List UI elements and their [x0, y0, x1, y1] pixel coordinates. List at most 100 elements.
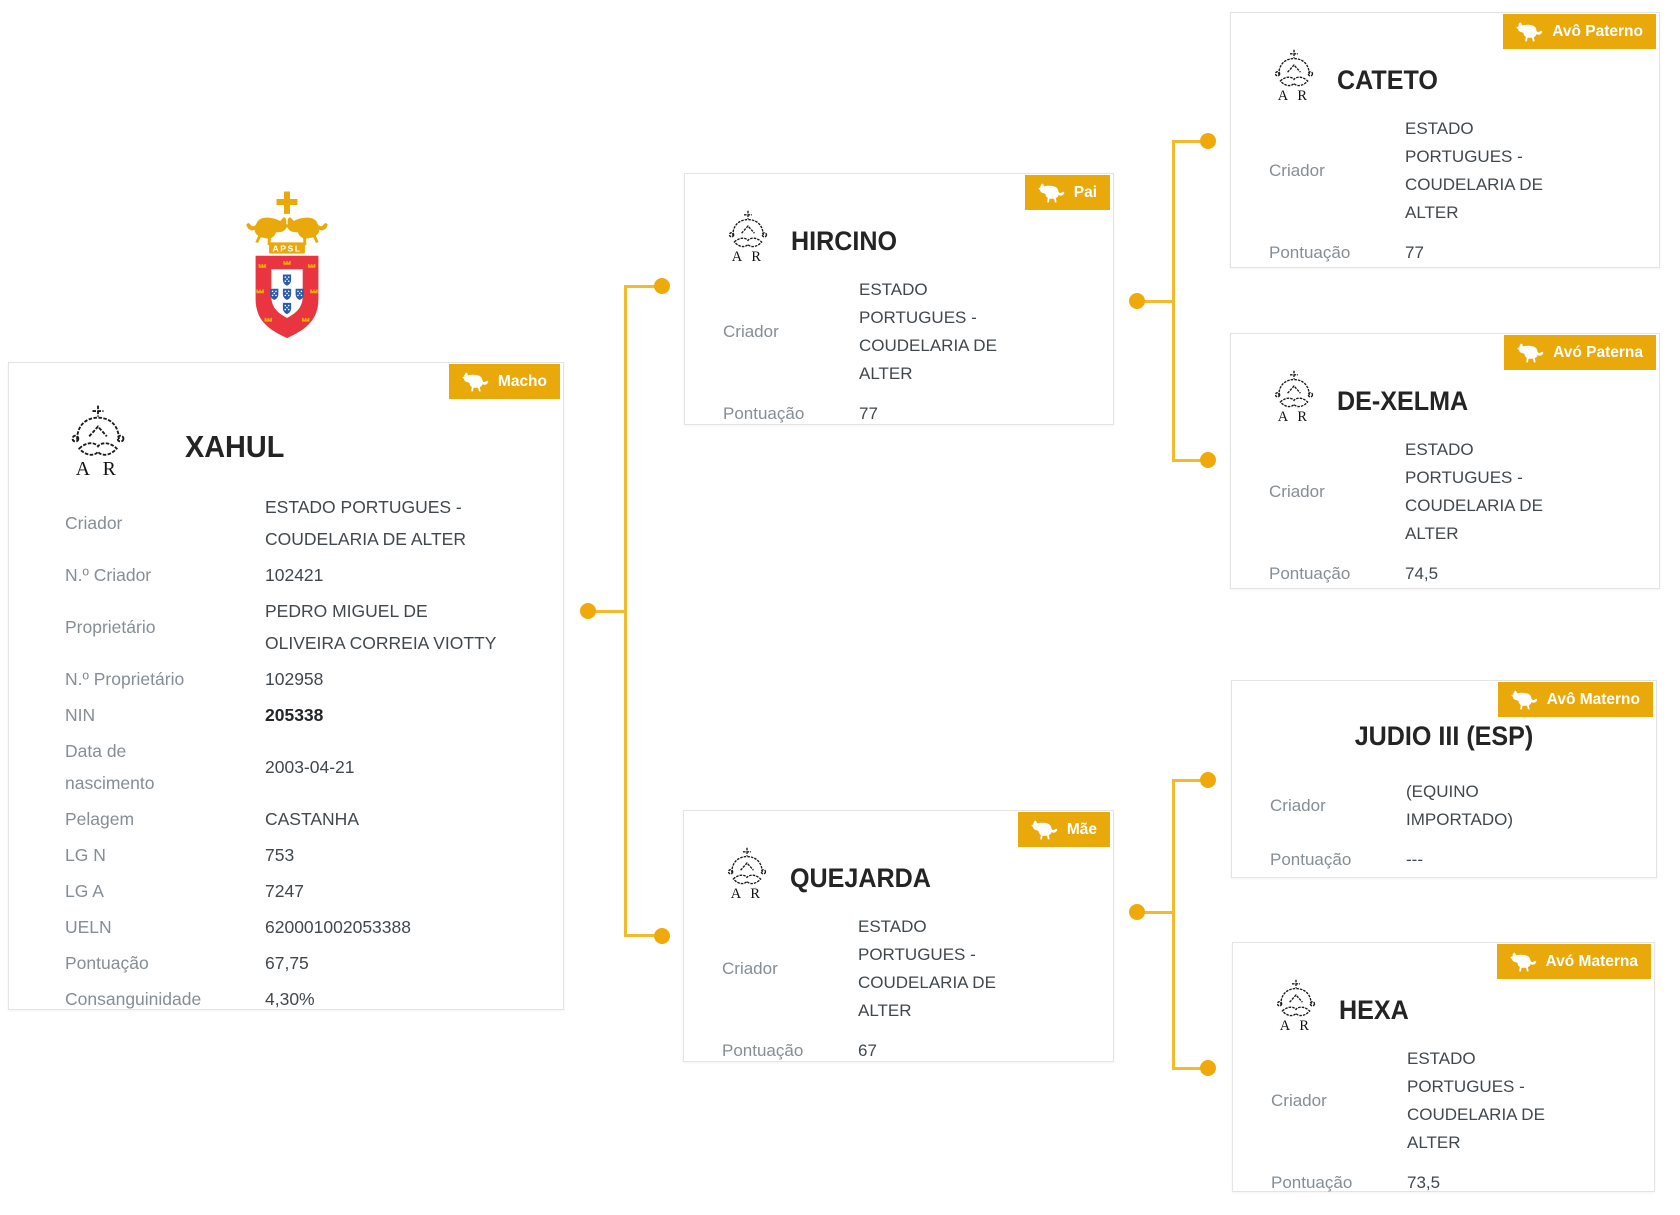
badge-label: Avô Paterno [1552, 22, 1643, 40]
badge-label: Avô Materno [1546, 690, 1640, 708]
field-label: Criador [1269, 161, 1325, 180]
field-label: Pontuação [65, 953, 149, 973]
badge-avo-materno: Avô Materno [1497, 682, 1653, 717]
field-label: N.º Proprietário [65, 669, 185, 689]
alter-real-brand-icon [71, 404, 125, 481]
badge-avo-paterno: Avô Paterno [1503, 14, 1656, 49]
alter-real-brand-icon [1274, 49, 1314, 105]
alter-real-brand-icon [1276, 979, 1316, 1035]
card-quejarda[interactable]: Mãe QUEJARDA Criador ESTADO PORTUGUES - … [683, 810, 1114, 1062]
connector-dot [1200, 452, 1216, 468]
field-label: LG A [65, 881, 104, 901]
card-judio-iii[interactable]: Avô Materno JUDIO III (ESP) Criador (EQU… [1231, 680, 1657, 878]
field-value: ESTADO PORTUGUES - COUDELARIA DE ALTER [1407, 1049, 1545, 1152]
field-label: Proprietário [65, 617, 156, 637]
horse-details: Criador (EQUINO IMPORTADO) Pontuação --- [1232, 778, 1656, 874]
horse-icon [1516, 22, 1543, 41]
badge-label: Pai [1073, 183, 1097, 201]
badge-avo-materna: Avó Materna [1496, 944, 1651, 979]
field-label: Criador [723, 322, 779, 341]
horse-name: XAHUL [185, 429, 285, 464]
field-label: UELN [65, 917, 112, 937]
field-label: Criador [1271, 1091, 1327, 1110]
field-value: ESTADO PORTUGUES - COUDELARIA DE ALTER [1405, 440, 1543, 543]
alter-real-brand-icon [728, 210, 768, 266]
field-label: Criador [65, 513, 123, 533]
horse-icon [1510, 952, 1536, 971]
horse-name: HIRCINO [791, 226, 898, 256]
badge-label: Mãe [1066, 820, 1097, 838]
horse-name: DE-XELMA [1337, 386, 1469, 416]
field-value: ESTADO PORTUGUES - COUDELARIA DE ALTER [859, 280, 997, 383]
horse-details: Criador ESTADO PORTUGUES - COUDELARIA DE… [9, 491, 563, 1015]
badge-label: Macho [497, 372, 547, 390]
horse-name: JUDIO III (ESP) [1354, 721, 1534, 751]
horse-name: HEXA [1339, 995, 1409, 1025]
card-de-xelma[interactable]: Avó Paterna DE-XELMA Criador ESTADO PORT… [1230, 333, 1660, 589]
alter-real-brand-icon [727, 847, 767, 903]
badge-mae: Mãe [1017, 812, 1110, 847]
horse-icon [1517, 343, 1544, 362]
horse-icon [1031, 820, 1058, 839]
badge-avo-paterna: Avó Paterna [1504, 335, 1656, 370]
card-cateto[interactable]: Avô Paterno CATETO Criador ESTADO PORTUG… [1230, 12, 1660, 268]
field-value: ESTADO PORTUGUES - COUDELARIA DE ALTER [265, 497, 466, 549]
field-value: (EQUINO IMPORTADO) [1406, 782, 1514, 829]
connector-dot [654, 278, 670, 294]
field-value: 74,5 [1405, 564, 1439, 583]
connector-dot [1129, 293, 1145, 309]
horse-details: Criador ESTADO PORTUGUES - COUDELARIA DE… [684, 913, 1113, 1065]
field-label: Pontuação [1270, 850, 1352, 869]
connector-dot [1200, 772, 1216, 788]
field-value: PEDRO MIGUEL DE OLIVEIRA CORREIA VIOTTY [265, 601, 497, 653]
field-label: Criador [722, 959, 778, 978]
horse-details: Criador ESTADO PORTUGUES - COUDELARIA DE… [685, 276, 1113, 428]
badge-macho: Macho [448, 364, 560, 399]
field-label: Pontuação [1269, 243, 1351, 262]
field-label: LG N [65, 845, 106, 865]
field-value-nin: 205338 [265, 705, 324, 725]
horse-name: CATETO [1337, 65, 1438, 95]
apsl-crest-logo: APSL [243, 191, 331, 339]
field-label: Criador [1269, 482, 1325, 501]
card-hexa[interactable]: Avó Materna HEXA Criador ESTADO PORTUGUE… [1232, 942, 1655, 1192]
connector-dot [1200, 133, 1216, 149]
field-value: 67,75 [265, 953, 309, 973]
field-value: 620001002053388 [265, 917, 411, 937]
field-value: 4,30% [265, 989, 315, 1009]
connector-dot [1200, 1060, 1216, 1076]
card-hircino[interactable]: Pai HIRCINO Criador ESTADO PORTUGUES - C… [684, 173, 1114, 425]
field-label: Data de nascimento [65, 741, 155, 793]
horse-icon [1038, 183, 1065, 202]
field-value: 7247 [265, 881, 304, 901]
horse-details: Criador ESTADO PORTUGUES - COUDELARIA DE… [1231, 115, 1659, 267]
field-value: ESTADO PORTUGUES - COUDELARIA DE ALTER [858, 917, 996, 1020]
field-value: 102958 [265, 669, 324, 689]
horse-details: Criador ESTADO PORTUGUES - COUDELARIA DE… [1231, 436, 1659, 588]
field-label: Pontuação [1271, 1173, 1353, 1192]
connector-dot [1129, 904, 1145, 920]
field-label: Criador [1270, 796, 1326, 815]
field-value: --- [1406, 850, 1423, 869]
card-xahul[interactable]: Macho XAHUL Criador ESTADO PORTUGUES - C… [8, 362, 564, 1010]
field-value: 77 [1405, 243, 1424, 262]
field-value: 67 [858, 1041, 877, 1060]
connector-dot [654, 928, 670, 944]
horse-details: Criador ESTADO PORTUGUES - COUDELARIA DE… [1233, 1045, 1654, 1197]
field-label: Pontuação [723, 404, 805, 423]
field-value: 102421 [265, 565, 324, 585]
alter-real-brand-icon [1274, 370, 1314, 426]
apsl-crest-text: APSL [273, 243, 302, 253]
field-label: Pontuação [722, 1041, 804, 1060]
field-label: NIN [65, 705, 96, 725]
connector-dot [580, 603, 596, 619]
field-label: Pontuação [1269, 564, 1351, 583]
horse-icon [1511, 690, 1538, 709]
field-label: N.º Criador [65, 565, 152, 585]
horse-icon [462, 372, 489, 391]
horse-name: QUEJARDA [790, 863, 931, 893]
field-value: 2003-04-21 [265, 757, 355, 777]
field-label: Pelagem [65, 809, 135, 829]
field-value: 73,5 [1407, 1173, 1441, 1192]
